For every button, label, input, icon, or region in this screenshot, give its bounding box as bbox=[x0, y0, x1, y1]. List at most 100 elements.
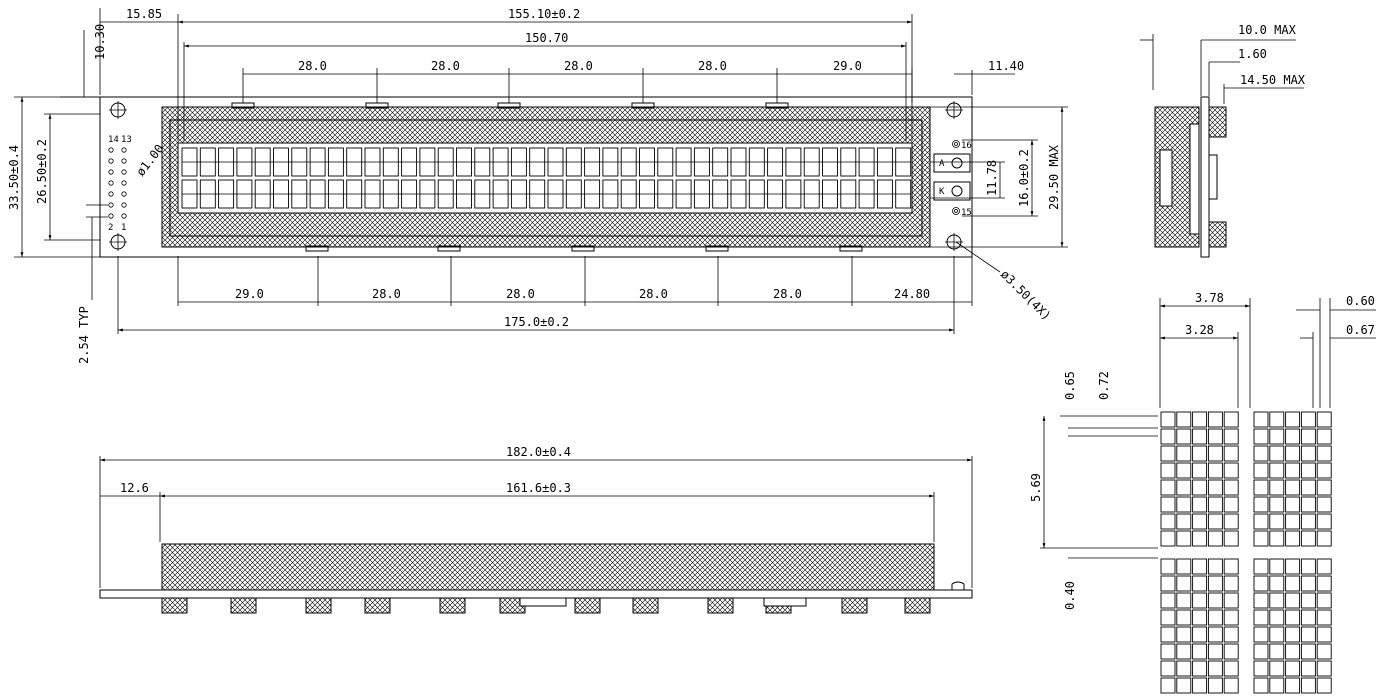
dim-top-28-b: 28.0 bbox=[431, 59, 460, 73]
led-pads: 16 A K 15 bbox=[933, 140, 972, 218]
side-frame-slot bbox=[1159, 149, 1173, 207]
dot-cell bbox=[1269, 530, 1285, 547]
dot-cell bbox=[1253, 462, 1269, 479]
mounting-hole-bl bbox=[109, 233, 127, 251]
dot-cell bbox=[1285, 558, 1301, 575]
dim-33-50: 33.50±0.4 bbox=[7, 145, 21, 210]
dim-bottom-28-d: 28.0 bbox=[773, 287, 802, 301]
dim-top-28-c: 28.0 bbox=[564, 59, 593, 73]
dot-cell bbox=[1223, 428, 1239, 445]
dot-cell bbox=[1269, 626, 1285, 643]
dot-cell bbox=[1300, 530, 1316, 547]
dim-2-54: 2.54 TYP bbox=[77, 306, 91, 364]
top-view: 14 13 2 1 ø1.00 16 A K 15 bbox=[7, 7, 1068, 364]
dot-cell bbox=[1316, 643, 1332, 660]
dot-cell bbox=[1269, 575, 1285, 592]
dim-155-10: 155.10±0.2 bbox=[508, 7, 580, 21]
dot-cell bbox=[1176, 411, 1192, 428]
dim-bottom-28-a: 28.0 bbox=[372, 287, 401, 301]
dot-cell bbox=[1192, 445, 1208, 462]
mounting-hole-tr bbox=[945, 101, 963, 119]
dot-cell bbox=[1192, 513, 1208, 530]
dim-side-1-60: 1.60 bbox=[1238, 47, 1267, 61]
side-glass bbox=[1189, 123, 1200, 235]
dot-cell bbox=[1253, 575, 1269, 592]
dim-char-0-72: 0.72 bbox=[1097, 371, 1111, 400]
dot-cell bbox=[1269, 609, 1285, 626]
dot-cell bbox=[1300, 496, 1316, 513]
dot-cell bbox=[1207, 496, 1223, 513]
dot-cell bbox=[1160, 530, 1176, 547]
front-view: 182.0±0.4 12.6 161.6±0.3 bbox=[99, 445, 973, 614]
dot-cell bbox=[1269, 496, 1285, 513]
dot-cell bbox=[1160, 496, 1176, 513]
led-anode-label: A bbox=[939, 159, 945, 169]
dot-cell bbox=[1285, 643, 1301, 660]
led-cathode-label: K bbox=[939, 187, 945, 197]
dot-cell bbox=[1285, 428, 1301, 445]
dot-cell bbox=[1285, 626, 1301, 643]
dot-cell bbox=[1192, 643, 1208, 660]
dot-cell bbox=[1253, 411, 1269, 428]
dot-cell bbox=[1316, 530, 1332, 547]
dot-cell bbox=[1285, 496, 1301, 513]
right-dimensions bbox=[930, 106, 1068, 273]
dot-cell bbox=[1285, 575, 1301, 592]
front-pin bbox=[161, 597, 188, 614]
dot-cell bbox=[1207, 513, 1223, 530]
pin-hole bbox=[121, 213, 127, 219]
dot-cell bbox=[1253, 558, 1269, 575]
dot-cell bbox=[1223, 609, 1239, 626]
pin-label-1: 1 bbox=[121, 223, 126, 233]
dot-cell bbox=[1207, 428, 1223, 445]
dot-cell bbox=[1316, 677, 1332, 694]
dot-cell bbox=[1176, 660, 1192, 677]
front-bezel bbox=[161, 543, 935, 591]
side-pcb bbox=[1200, 96, 1210, 258]
bottom-pegs bbox=[305, 245, 863, 252]
dot-cell bbox=[1176, 445, 1192, 462]
pcb-outline bbox=[99, 96, 973, 258]
dot-cell bbox=[1253, 513, 1269, 530]
dot-cell bbox=[1176, 626, 1192, 643]
dim-char-0-40: 0.40 bbox=[1063, 581, 1077, 610]
dot-cell bbox=[1285, 530, 1301, 547]
dot-cell bbox=[1316, 411, 1332, 428]
dot-cell bbox=[1176, 496, 1192, 513]
dot-cell bbox=[1207, 411, 1223, 428]
dot-cell bbox=[1223, 513, 1239, 530]
dot-cell bbox=[1269, 462, 1285, 479]
pin-label-16: 16 bbox=[961, 141, 972, 151]
dim-150-70: 150.70 bbox=[525, 31, 568, 45]
dot-cell bbox=[1223, 411, 1239, 428]
dot-cell bbox=[1316, 496, 1332, 513]
dot-cell bbox=[1285, 513, 1301, 530]
dot-cell bbox=[1192, 530, 1208, 547]
dim-15-85: 15.85 bbox=[126, 7, 162, 21]
dot-cell bbox=[1207, 575, 1223, 592]
dot-cell bbox=[1207, 626, 1223, 643]
dim-char-0-67: 0.67 bbox=[1346, 323, 1375, 337]
front-pins bbox=[161, 597, 931, 614]
dot-cell bbox=[1223, 626, 1239, 643]
dot-cell bbox=[1300, 575, 1316, 592]
dot-cell bbox=[1176, 592, 1192, 609]
dot-cell bbox=[1223, 445, 1239, 462]
pin-hole bbox=[108, 202, 114, 208]
dot-cell bbox=[1269, 428, 1285, 445]
dot-cell bbox=[1316, 609, 1332, 626]
dot-cell bbox=[1160, 643, 1176, 660]
dot-cell bbox=[1192, 660, 1208, 677]
dot-cell bbox=[1316, 558, 1332, 575]
dim-top-28-d: 28.0 bbox=[698, 59, 727, 73]
pin-label-14: 14 bbox=[108, 135, 119, 145]
dot-cell bbox=[1192, 411, 1208, 428]
front-pin bbox=[707, 597, 734, 614]
dot-cell bbox=[1269, 513, 1285, 530]
dot-cell bbox=[1253, 609, 1269, 626]
dot-cell bbox=[1207, 660, 1223, 677]
dot-cell bbox=[1269, 411, 1285, 428]
dot-cell bbox=[1160, 462, 1176, 479]
dim-side-14-50: 14.50 MAX bbox=[1240, 73, 1306, 87]
